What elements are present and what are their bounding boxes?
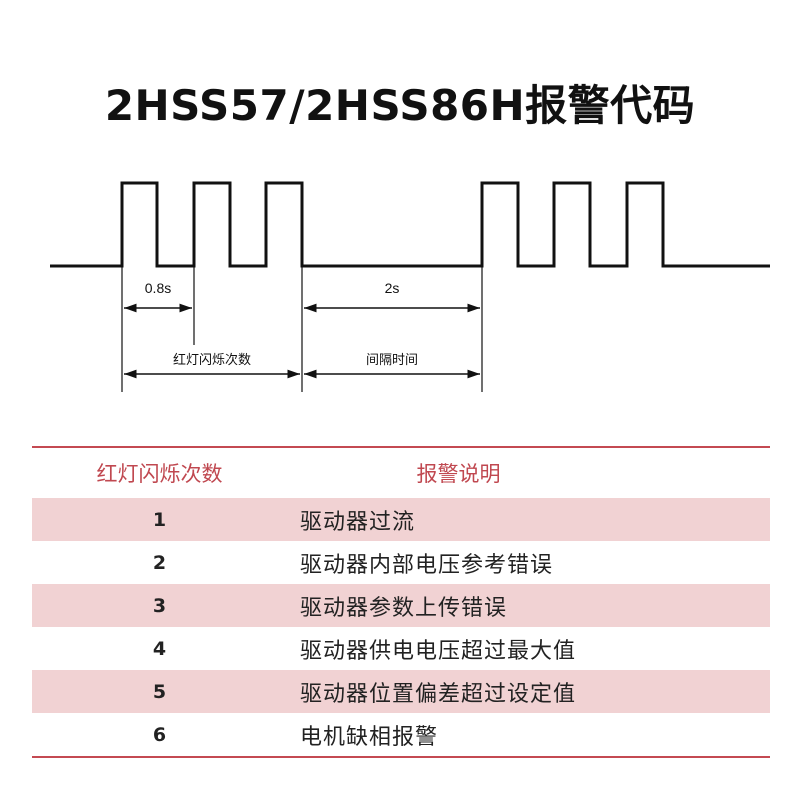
- header-alarm-description: 报警说明: [416, 462, 501, 486]
- alarm-description-cell: 电机缺相报警: [300, 724, 439, 750]
- table-row: 4 驱动器供电电压超过最大值: [32, 627, 770, 670]
- table-row: 5 驱动器位置偏差超过设定值: [32, 670, 770, 713]
- blink-count-cell: 3: [152, 594, 167, 617]
- blink-count-label: 红灯闪烁次数: [173, 352, 251, 368]
- blink-count-cell: 1: [152, 508, 167, 531]
- blink-count-cell: 6: [152, 723, 167, 746]
- interval-label: 间隔时间: [366, 353, 418, 368]
- alarm-description-cell: 驱动器内部电压参考错误: [300, 552, 554, 578]
- table-row: 2 驱动器内部电压参考错误: [32, 541, 770, 584]
- gap-duration-label: 2s: [385, 280, 400, 296]
- page-title: 2HSS57/2HSS86H报警代码: [104, 81, 696, 130]
- table-row: 3 驱动器参数上传错误: [32, 584, 770, 627]
- pulse-duration-label: 0.8s: [145, 280, 171, 296]
- alarm-description-cell: 驱动器过流: [300, 509, 416, 535]
- blink-count-cell: 4: [152, 637, 167, 660]
- table-header: 红灯闪烁次数 报警说明: [32, 448, 770, 498]
- table-row: 6 电机缺相报警: [32, 713, 770, 756]
- alarm-description-cell: 驱动器参数上传错误: [300, 595, 508, 621]
- blink-count-cell: 2: [152, 551, 167, 574]
- alarm-description-cell: 驱动器供电电压超过最大值: [300, 638, 577, 664]
- table-row: 1 驱动器过流: [32, 498, 770, 541]
- alarm-description-cell: 驱动器位置偏差超过设定值: [300, 681, 577, 707]
- timing-diagram: 0.8s 2s 红灯闪烁次数 间隔时间: [50, 181, 770, 392]
- header-blink-count: 红灯闪烁次数: [96, 462, 223, 486]
- alarm-code-table: 红灯闪烁次数 报警说明 1 驱动器过流 2 驱动器内部电压参考错误 3 驱动器参…: [32, 446, 770, 758]
- pulse-waveform: [50, 181, 770, 268]
- blink-count-cell: 5: [152, 680, 167, 703]
